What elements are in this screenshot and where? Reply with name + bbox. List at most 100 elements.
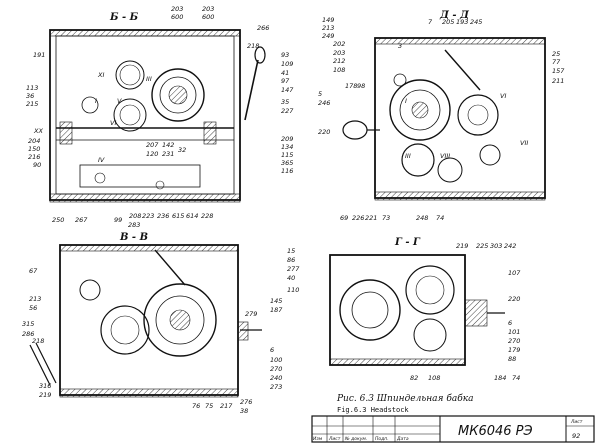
part-label: 270 xyxy=(508,337,520,345)
part-label: 157 xyxy=(552,67,565,75)
document-code: МК6046 РЭ xyxy=(458,424,533,439)
part-label: 228 xyxy=(201,212,213,220)
part-label: 219 xyxy=(39,391,51,399)
part-label: 600 xyxy=(171,13,183,21)
side-handle xyxy=(342,120,368,140)
part-label: 221 xyxy=(365,214,377,222)
part-label: 270 xyxy=(270,365,282,373)
part-label: 615 xyxy=(172,212,184,220)
top-wall-hatch xyxy=(59,244,239,252)
part-label: 41 xyxy=(281,69,289,77)
housing-outline xyxy=(49,29,241,201)
section-view-vv: В - В 15 86 277 40 67 110 145 213 187 56… xyxy=(22,232,300,415)
part-label: VI xyxy=(110,119,116,127)
bottom-wall-hatch xyxy=(49,193,241,203)
part-label: 211 xyxy=(552,77,564,85)
part-label: 223 xyxy=(142,212,154,220)
section-title-vv: В - В xyxy=(119,232,148,243)
lever-knob xyxy=(254,46,266,64)
top-wall-hatch xyxy=(49,29,241,37)
part-label: III xyxy=(146,75,152,83)
housing-outline xyxy=(59,244,239,396)
part-label: 205 xyxy=(442,18,454,26)
part-label: 6 xyxy=(270,346,274,354)
section-title-gg: Г - Г xyxy=(394,237,421,248)
part-label: VIII xyxy=(440,152,450,160)
part-label: 115 xyxy=(281,151,293,159)
bearing-block xyxy=(237,321,249,341)
lower-housing-detail xyxy=(79,164,201,188)
gear xyxy=(401,143,435,177)
gear-hub xyxy=(467,104,489,126)
part-label: 120 xyxy=(146,150,158,158)
gear xyxy=(113,98,147,132)
part-label: 225 xyxy=(476,242,488,250)
section-view-dd: Д - Д 149 213 7 205 193 245 249 202 3 25… xyxy=(318,10,565,222)
spindle-section xyxy=(169,309,191,331)
caption-english: Fig.6.3 Headstock xyxy=(337,406,409,414)
part-label: 209 xyxy=(281,135,293,143)
part-label: 218 xyxy=(32,337,44,345)
bearing-block xyxy=(59,121,73,145)
sheet-number: 92 xyxy=(572,432,580,440)
part-label: 40 xyxy=(287,274,295,282)
part-label: 219 xyxy=(456,242,468,250)
main-gear xyxy=(389,79,451,141)
part-label: 109 xyxy=(281,60,293,68)
part-label: 204 xyxy=(28,137,40,145)
stamp-column-header: Подп. xyxy=(375,436,389,442)
part-label: 203 xyxy=(202,5,214,13)
part-label: 303 xyxy=(490,242,502,250)
part-label: 208 xyxy=(129,212,141,220)
part-label: 240 xyxy=(270,374,282,382)
control-lever xyxy=(244,59,259,121)
part-label: 93 xyxy=(281,51,289,59)
shaft-bore xyxy=(81,96,99,114)
title-block: Изм Лист № докум. Подп. Дата МК6046 РЭ Л… xyxy=(311,415,595,443)
part-label: 74 xyxy=(436,214,444,222)
part-label: 150 xyxy=(28,145,40,153)
shift-fork xyxy=(444,49,481,91)
sheet-label: Лист xyxy=(570,419,583,425)
main-gear-hub xyxy=(399,89,441,131)
part-label: 184 xyxy=(494,374,506,382)
part-label: 76 xyxy=(192,402,200,410)
part-label: 273 xyxy=(270,383,282,391)
gear xyxy=(413,318,447,352)
main-gear-hub xyxy=(351,291,389,329)
part-label: 365 xyxy=(281,159,293,167)
part-label: VI xyxy=(500,92,506,100)
caption-russian: Рис. 6.3 Шпиндельная бабка xyxy=(336,393,473,404)
part-label: 35 xyxy=(281,98,289,106)
part-label: V xyxy=(117,97,122,105)
part-label: 231 xyxy=(162,150,174,158)
part-label: 250 xyxy=(52,216,64,224)
part-label: 107 xyxy=(508,269,521,277)
top-wall-hatch xyxy=(374,37,546,45)
gear xyxy=(437,157,463,183)
bearing-block xyxy=(203,121,217,145)
figure-caption: Рис. 6.3 Шпиндельная бабка Fig.6.3 Heads… xyxy=(336,393,473,414)
part-label: III xyxy=(405,152,411,160)
part-label: 217 xyxy=(220,402,233,410)
part-label: 283 xyxy=(128,221,140,229)
part-label: 116 xyxy=(281,167,293,175)
fastener xyxy=(155,180,165,190)
part-label: 203 xyxy=(333,49,345,57)
gear xyxy=(100,305,150,355)
main-gear xyxy=(143,283,217,357)
part-label: 100 xyxy=(270,356,282,364)
part-label: 74 xyxy=(512,374,520,382)
part-label: 6 xyxy=(508,319,512,327)
gear-hub xyxy=(415,275,445,305)
part-label: 245 xyxy=(470,18,482,26)
gear-hub xyxy=(119,64,141,86)
part-label: 110 xyxy=(287,286,299,294)
part-label: 75 xyxy=(205,402,213,410)
gear-hub xyxy=(110,315,140,345)
part-label: 7 xyxy=(428,18,433,26)
gear xyxy=(115,60,145,90)
part-label: 614 xyxy=(186,212,198,220)
main-gear xyxy=(151,68,205,122)
part-label: 134 xyxy=(281,143,293,151)
